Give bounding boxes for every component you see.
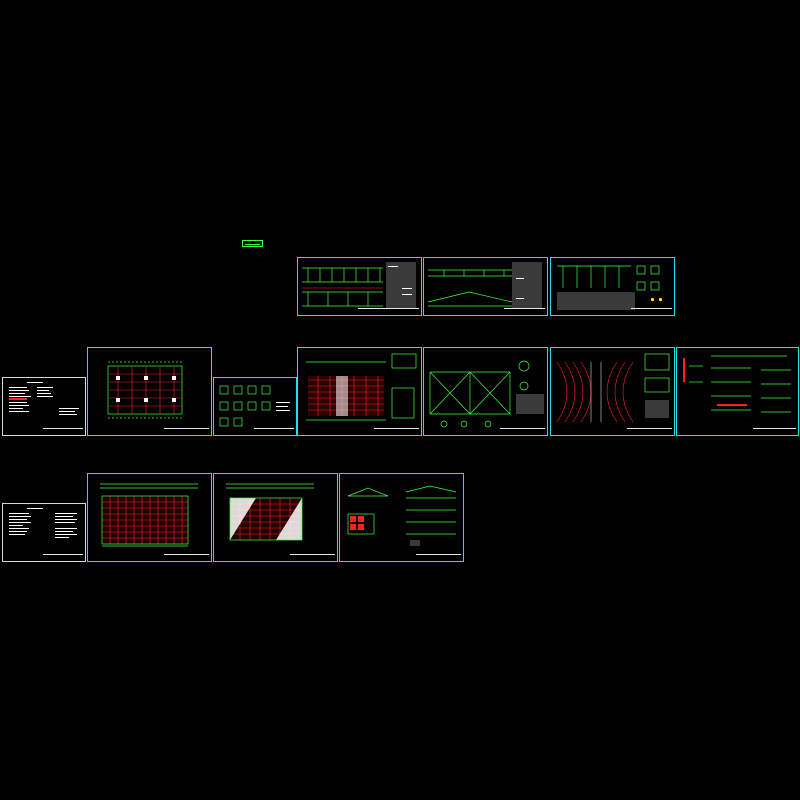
sheet-frame-elevations[interactable] bbox=[423, 347, 548, 436]
notes-text-block bbox=[9, 508, 77, 538]
sheet-details[interactable] bbox=[213, 377, 297, 436]
section-details-drawing bbox=[683, 355, 791, 413]
title-block bbox=[43, 428, 83, 433]
floor-plan-drawing bbox=[100, 483, 198, 547]
sheet-section-details[interactable] bbox=[676, 347, 799, 436]
sheet-truss-layout[interactable] bbox=[550, 347, 675, 436]
truss-drawing bbox=[556, 353, 670, 423]
sheet-foundation-plan[interactable] bbox=[87, 347, 212, 436]
title-block bbox=[631, 308, 672, 313]
small-label-box bbox=[242, 240, 263, 247]
elevation-drawing bbox=[302, 262, 416, 309]
title-block bbox=[374, 428, 419, 433]
sheet-general-notes[interactable] bbox=[2, 503, 86, 562]
elevation-drawing bbox=[427, 262, 542, 309]
title-block bbox=[43, 554, 83, 559]
title-block bbox=[627, 428, 672, 433]
details-drawing bbox=[219, 385, 290, 427]
sheet-column-details[interactable] bbox=[550, 257, 675, 316]
title-block bbox=[254, 428, 294, 433]
sheet-floor-plan-grid[interactable] bbox=[87, 473, 212, 562]
title-block bbox=[416, 554, 461, 559]
sheet-design-notes[interactable] bbox=[2, 377, 86, 436]
title-block bbox=[753, 428, 796, 433]
title-block bbox=[164, 428, 209, 433]
title-block bbox=[164, 554, 209, 559]
sheet-building-sections[interactable] bbox=[339, 473, 464, 562]
sheet-long-elevation-1[interactable] bbox=[297, 257, 422, 316]
details-drawing bbox=[557, 265, 662, 310]
roof-plan-drawing bbox=[306, 353, 417, 421]
sections-drawing bbox=[347, 485, 457, 546]
frame-drawing bbox=[429, 360, 544, 428]
notes-text-block bbox=[9, 382, 79, 415]
sheet-roof-plan-red[interactable] bbox=[297, 347, 422, 436]
title-block bbox=[290, 554, 335, 559]
floor-plan-drawing bbox=[226, 483, 314, 541]
title-block bbox=[358, 308, 419, 313]
title-block bbox=[500, 428, 545, 433]
title-block bbox=[504, 308, 545, 313]
sheet-long-elevation-2[interactable] bbox=[423, 257, 548, 316]
foundation-plan-drawing bbox=[107, 361, 183, 419]
sheet-floor-plan-openings[interactable] bbox=[213, 473, 338, 562]
